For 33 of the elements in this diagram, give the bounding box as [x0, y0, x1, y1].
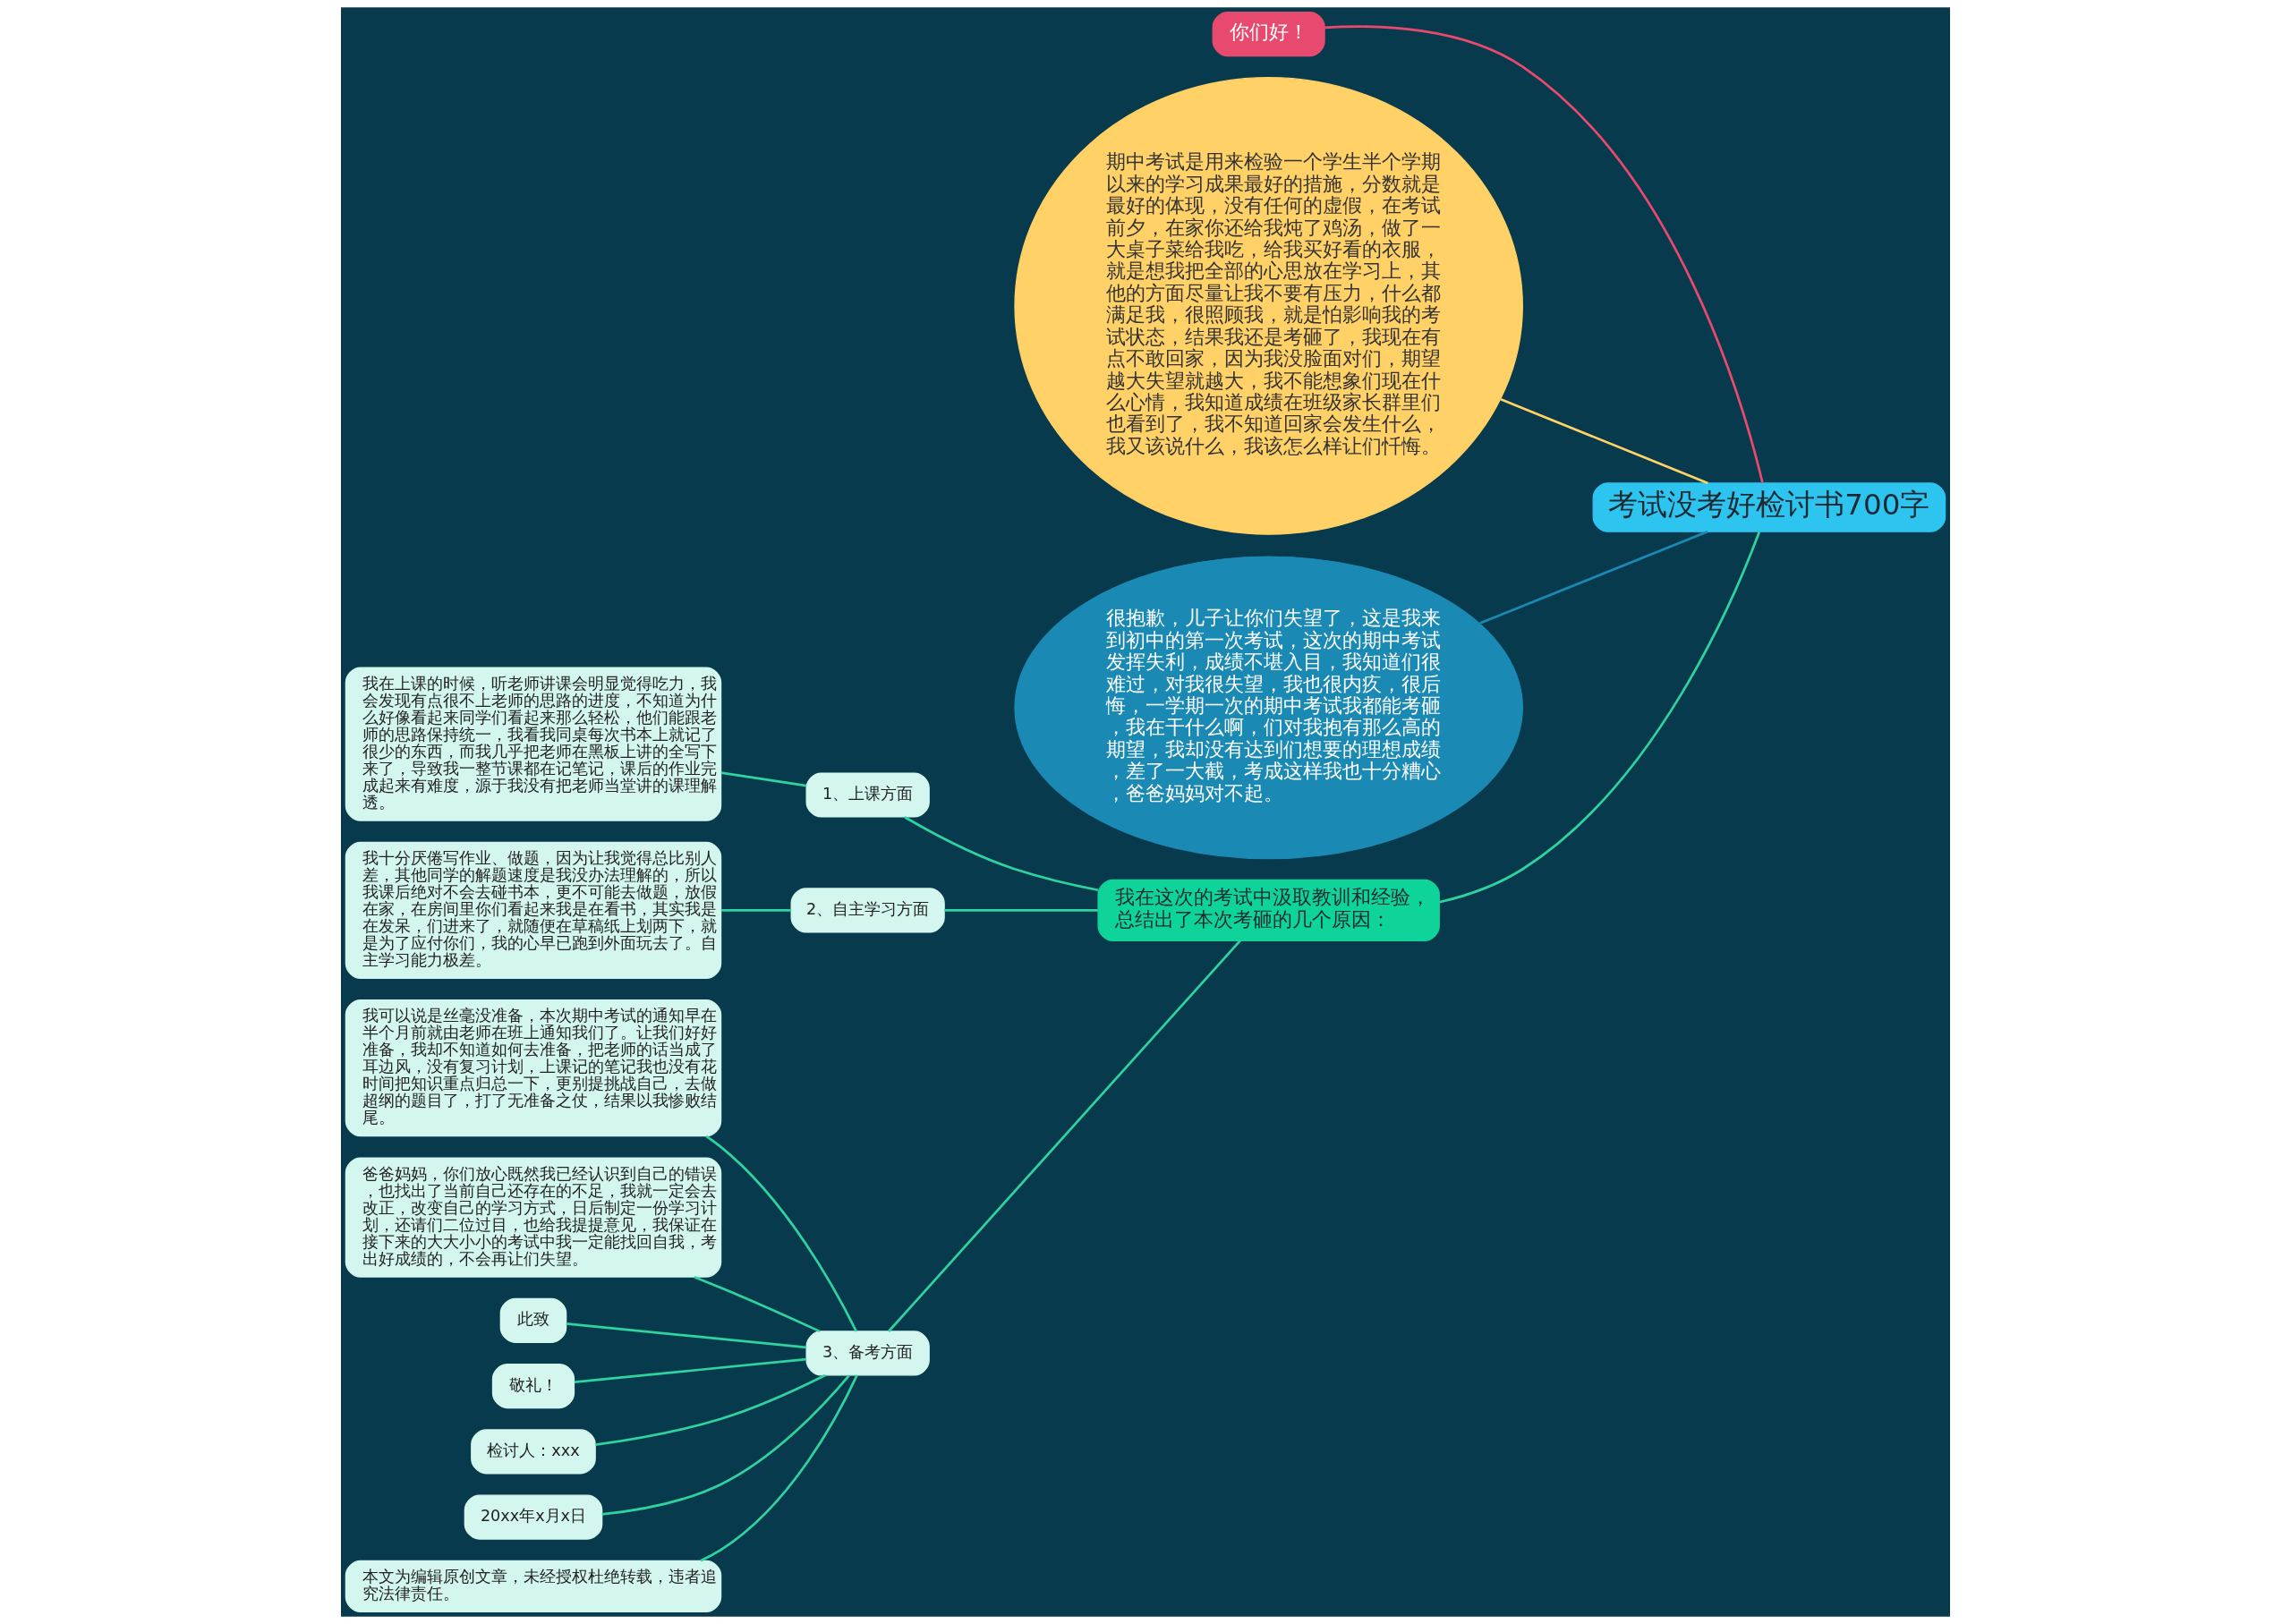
node-ellipse: 期中考试是用来检验一个学生半个学期以来的学习成果最好的措施，分数就是最好的体现，没有任何的虚假，在考试前夕，在家你还给我炖了鸡汤，做了一大桌子菜给我吃，给我买好看的衣服，就是想我把全部的心思放在学习上，其他的方面尽量让我不要有压力，什么都满足我，很照顾我，就是怕影响我的考试状态，结果我还是考砸了，我现在有点不敢回家，因为我没脸面对们，期望越大失望就越大，我不能想象们现在什么心情，我知道成绩在班级家长群里们也看到了，我不知道回家会发生什么，我又该说什么，我该怎么样让们忏悔。 — [1014, 76, 1523, 535]
node-box: 此致 — [499, 1297, 567, 1343]
connector — [888, 940, 1241, 1332]
node-box: 20xx年x月x日 — [464, 1494, 603, 1540]
node-ellipse: 很抱歉，儿子让你们失望了，这是我来到初中的第一次考试，这次的期中考试发挥失利，成绩不堪入目，我知道们很难过，对我很失望，我也很内疚，很后悔，一学期一次的期中考试我都能考砸，我在干什么啊，们对我抱有那么高的期望，我却没有达到们想要的理想成绩，差了一大截，考成这样我也十分糟心，爸爸妈妈对不起。 — [1014, 556, 1523, 860]
connector — [700, 1374, 858, 1562]
connector — [595, 1373, 826, 1447]
node-box: 我在上课的时候，听老师讲课会明显觉得吃力，我会发现有点很不上老师的思路的进度，不知道为什么好像看起来同学们看起来那么轻松，他们能跟老师的思路保持统一，我看我同桌每次书本上就记了很少的东西，而我几乎把老师在黑板上讲的全写下来了，导致我一整节课都在记笔记，课后的作业完成起来有难度，源于我没有把老师当堂讲的课理解透。 — [345, 667, 722, 821]
node-box: 考试没考好检讨书700字 — [1592, 482, 1946, 532]
node-box: 本文为编辑原创文章，未经授权杜绝转载，违者追究法律责任。 — [345, 1560, 722, 1612]
connector — [601, 1374, 850, 1516]
connector — [1500, 398, 1708, 485]
node-box: 1、上课方面 — [805, 772, 930, 818]
node-box: 我在这次的考试中汲取教训和经验，总结出了本次考砸的几个原因： — [1097, 879, 1440, 941]
connector — [944, 909, 1098, 912]
connector — [1479, 531, 1708, 625]
connector — [705, 1135, 857, 1332]
node-box: 3、备考方面 — [805, 1331, 930, 1376]
node-box: 你们好！ — [1212, 12, 1325, 57]
node-box: 我可以说是丝毫没准备，本次期中考试的通知早在半个月前就由老师在班上通知我们了。让我们好好准备，我却不知道如何去准备，把老师的话当成了耳边风，没有复习计划，上课记的笔记我也没有花时间把知识重点归总一下，更别提挑战自己，去做超纲的题目了，打了无准备之仗，结果以我惨败结尾。 — [345, 999, 722, 1137]
node-box: 我十分厌倦写作业、做题，因为让我觉得总比别人差，其他同学的解题速度是我没办法理解的，所以我课后绝对不会去碰书本，更不可能去做题，放假在家，在房间里你们看起来我是在看书，其实我是在发呆，们进来了，就随便在草稿纸上划两下，就是为了应付你们，我的心早已跑到外面玩去了。自主学习能力极差。 — [345, 841, 722, 979]
connector — [720, 771, 807, 787]
node-box: 检讨人：xxx — [471, 1429, 596, 1475]
connector — [1324, 25, 1764, 483]
connector — [566, 1322, 807, 1349]
connector — [1439, 531, 1761, 904]
node-box: 爸爸妈妈，你们放心既然我已经认识到自己的错误，也找出了当前自己还存在的不足，我就一定会去改正，改变自己的学习方式，日后制定一份学习计划，还请们二位过目，也给我提提意见，我保证在接下来的大大小小的考试中我一定能找回自我，考出好成绩的，不会再让们失望。 — [345, 1157, 722, 1278]
connector — [694, 1275, 821, 1333]
connector — [574, 1357, 807, 1383]
connector — [904, 816, 1099, 892]
connector — [720, 909, 792, 912]
node-box: 2、自主学习方面 — [790, 888, 945, 933]
node-box: 敬礼！ — [491, 1363, 575, 1409]
